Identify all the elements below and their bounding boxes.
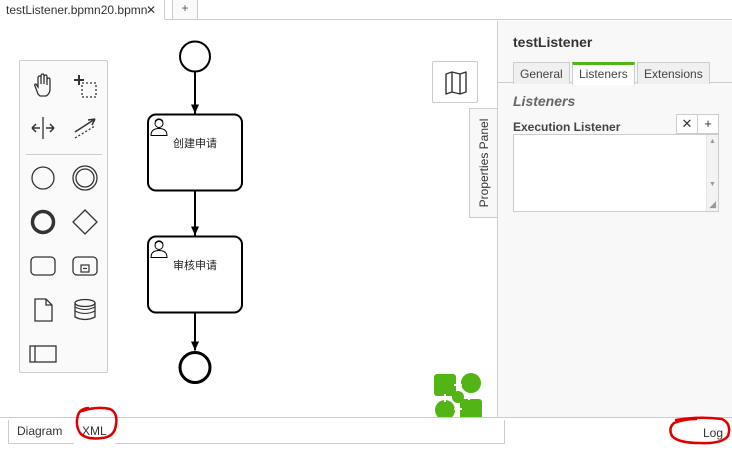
user-icon bbox=[150, 240, 168, 258]
space-tool-icon[interactable] bbox=[29, 114, 57, 142]
lasso-tool-icon[interactable] bbox=[71, 72, 99, 100]
properties-panel-toggle-label: Properties Panel bbox=[477, 118, 491, 208]
connect-tool-icon[interactable] bbox=[71, 114, 99, 142]
properties-panel: testListener General Listeners Extension… bbox=[497, 21, 732, 417]
start-event-icon[interactable] bbox=[29, 164, 57, 192]
user-icon bbox=[150, 118, 168, 136]
bpmn-logo-icon bbox=[432, 372, 484, 422]
file-tab-bar: testListener.bpmn20.bpmn ✕ + bbox=[0, 0, 732, 20]
add-tab-button[interactable]: + bbox=[172, 0, 198, 20]
task-2-label: 审核申请 bbox=[173, 260, 217, 272]
log-button[interactable]: Log bbox=[697, 420, 728, 444]
user-task-1[interactable] bbox=[147, 113, 243, 192]
listeners-section-title: Listeners bbox=[513, 93, 576, 109]
map-icon bbox=[445, 71, 467, 95]
execution-listener-label: Execution Listener bbox=[513, 120, 621, 134]
palette-separator bbox=[26, 154, 102, 155]
remove-listener-button[interactable]: ✕ bbox=[676, 114, 698, 134]
tab-general[interactable]: General bbox=[513, 62, 570, 84]
user-task-2[interactable] bbox=[147, 235, 243, 314]
pool-icon[interactable] bbox=[29, 340, 57, 368]
hand-tool-icon[interactable] bbox=[29, 72, 57, 100]
properties-tabs: General Listeners Extensions bbox=[498, 60, 732, 85]
subprocess-icon[interactable] bbox=[71, 252, 99, 280]
intermediate-event-icon[interactable] bbox=[71, 164, 99, 192]
tab-extensions[interactable]: Extensions bbox=[637, 62, 710, 84]
tab-listeners[interactable]: Listeners bbox=[572, 62, 635, 85]
task-icon[interactable] bbox=[29, 252, 57, 280]
tool-palette bbox=[19, 60, 108, 373]
add-listener-button[interactable]: + bbox=[697, 114, 719, 134]
tab-xml[interactable]: XML bbox=[74, 420, 115, 444]
gateway-icon[interactable] bbox=[71, 208, 99, 236]
close-tab-icon[interactable]: ✕ bbox=[146, 3, 157, 17]
resize-handle-icon[interactable]: ◢ bbox=[709, 199, 716, 209]
bpmn-diagram bbox=[147, 40, 243, 384]
end-event[interactable] bbox=[178, 351, 212, 384]
data-store-icon[interactable] bbox=[71, 296, 99, 324]
scroll-down-icon[interactable]: ▼ bbox=[709, 181, 716, 188]
file-tab[interactable]: testListener.bpmn20.bpmn ✕ bbox=[0, 0, 165, 20]
data-object-icon[interactable] bbox=[29, 296, 57, 324]
properties-title: testListener bbox=[513, 34, 593, 50]
file-tab-label: testListener.bpmn20.bpmn bbox=[6, 3, 148, 17]
minimap-toggle-button[interactable] bbox=[432, 61, 478, 103]
execution-listener-list[interactable]: ▲ ▼ ◢ bbox=[513, 134, 719, 212]
bottom-bar: Diagram XML Log bbox=[0, 417, 732, 450]
task-1-label: 创建申请 bbox=[173, 138, 217, 150]
listbox-scrollbar[interactable]: ▲ ▼ bbox=[706, 135, 718, 211]
start-event[interactable] bbox=[179, 40, 211, 73]
diagram-canvas[interactable]: 创建申请 审核申请 bbox=[0, 21, 497, 422]
end-event-icon[interactable] bbox=[29, 208, 57, 236]
scroll-up-icon[interactable]: ▲ bbox=[709, 138, 716, 145]
properties-panel-toggle[interactable]: Properties Panel bbox=[469, 108, 498, 218]
